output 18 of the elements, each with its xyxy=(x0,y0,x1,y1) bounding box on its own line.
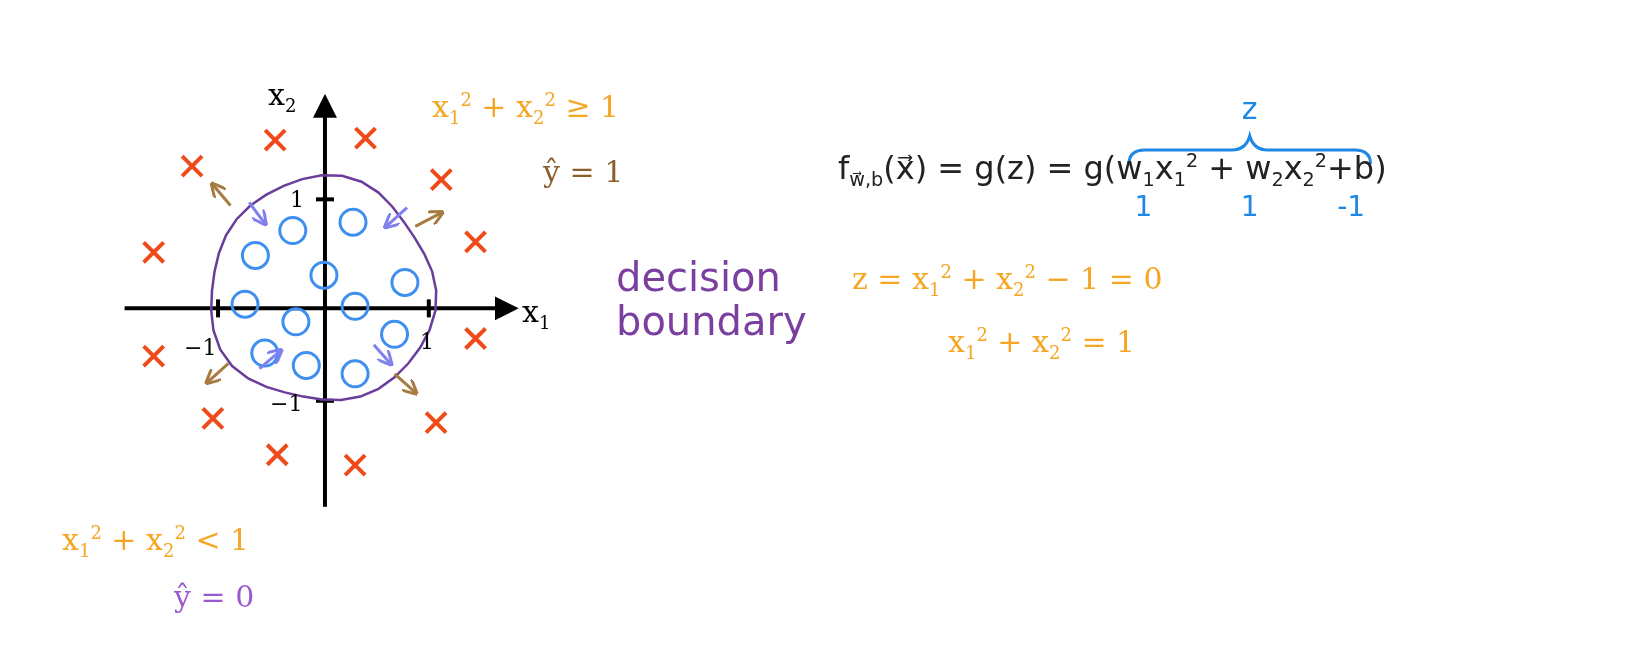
formula: z = x$_{1}$$^{2}$ + x$_{2}$$^{2}$ − 1 = 0 xyxy=(852,262,1163,300)
handwritten-note: -1 xyxy=(1337,192,1366,223)
tick-label: −1 xyxy=(184,336,217,361)
formula: x$_{1}$$^{2}$ + x$_{2}$$^{2}$ ≥ 1 xyxy=(432,90,620,128)
annotation: decision boundary xyxy=(616,255,808,343)
formula: ŷ = 0 xyxy=(174,580,255,613)
tick-label: 1 xyxy=(290,188,304,213)
handwritten-note: 1 xyxy=(1134,192,1153,223)
axis-label: x$_{2}$ xyxy=(268,78,297,116)
handwritten-note: z xyxy=(1241,92,1258,125)
formula: x$_{1}$$^{2}$ + x$_{2}$$^{2}$ = 1 xyxy=(948,325,1136,363)
tick-label: 1 xyxy=(420,330,434,355)
formula: f$_{w⃗,b}$(x⃗) = g(z) = g(w$_{1}$x$_{1}$$^{2}$ + w$_{2}$x$_{2}$$^{2}$+b) xyxy=(838,150,1387,191)
handwritten-note: 1 xyxy=(1240,192,1259,223)
formula: ŷ = 1 xyxy=(543,155,624,188)
axis-label: x$_{1}$ xyxy=(522,295,551,333)
tick-label: −1 xyxy=(270,392,303,417)
formula: x$_{1}$$^{2}$ + x$_{2}$$^{2}$ < 1 xyxy=(62,523,250,561)
